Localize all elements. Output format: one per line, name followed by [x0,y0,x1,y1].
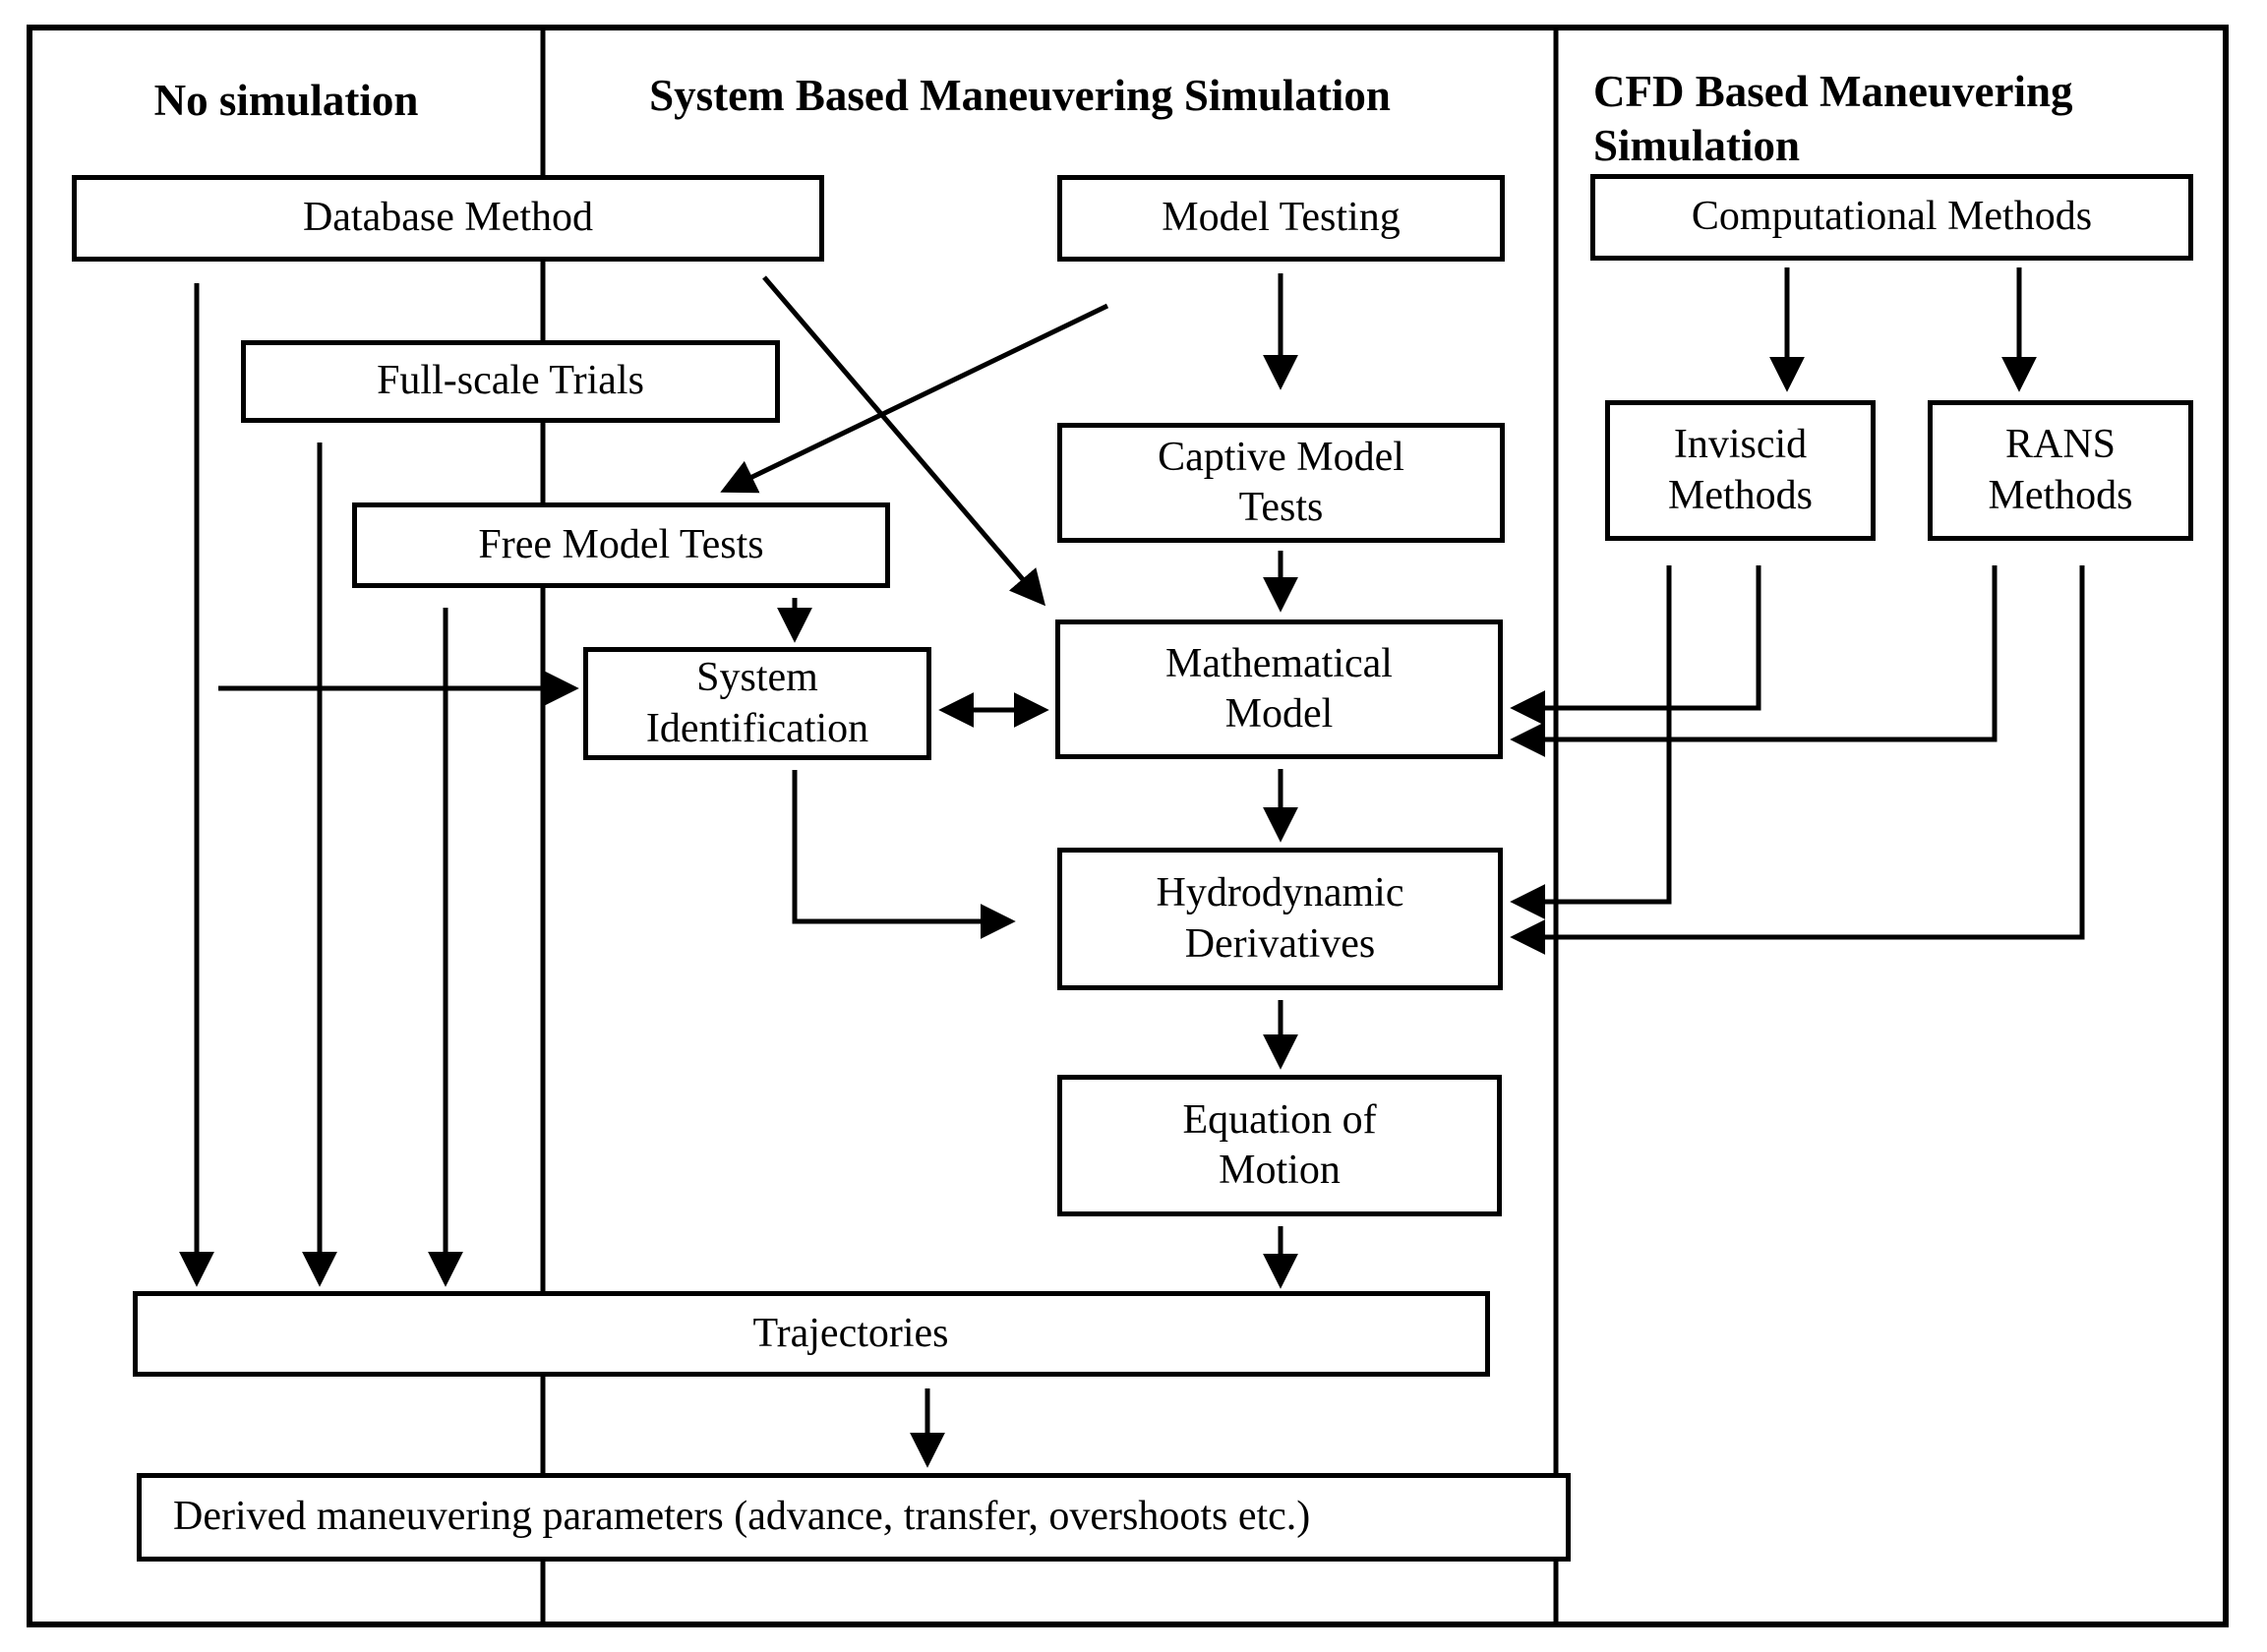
arrow-model-testing-to-free-model-tests [720,303,1109,494]
arrow-rans-to-hydrodynamic [1510,565,2085,955]
node-model-testing: Model Testing [1057,175,1505,262]
node-derived-parameters: Derived maneuvering parameters (advance,… [137,1473,1571,1562]
arrow-system-identification-to-hydrodynamic [792,770,1016,939]
arrow-rans-to-mathematical-model [1510,565,1998,757]
column-header-no-simulation: No simulation [153,76,419,125]
node-database-method: Database Method [72,175,824,262]
node-full-scale-trials: Full-scale Trials [241,340,780,423]
node-inviscid-methods: Inviscid Methods [1605,400,1876,541]
node-mathematical-model: Mathematical Model [1055,620,1503,759]
node-system-identification: System Identification [583,647,931,760]
node-captive-model-tests: Captive Model Tests [1057,423,1505,543]
node-hydrodynamic-derivatives: Hydrodynamic Derivatives [1057,848,1503,990]
arrow-inviscid-to-hydrodynamic [1510,565,1672,919]
column-header-system-based: System Based Maneuvering Simulation [649,71,1391,120]
node-rans-methods: RANS Methods [1928,400,2193,541]
arrow-inviscid-to-mathematical-model [1510,565,1761,726]
node-equation-of-motion: Equation of Motion [1057,1075,1502,1216]
node-computational-methods: Computational Methods [1590,174,2193,261]
node-free-model-tests: Free Model Tests [352,502,890,588]
column-header-cfd-based: CFD Based Maneuvering Simulation [1593,67,2073,170]
arrow-database-to-mathematical-model [762,275,1046,607]
node-trajectories: Trajectories [133,1291,1490,1377]
outer-frame [27,25,2229,1627]
